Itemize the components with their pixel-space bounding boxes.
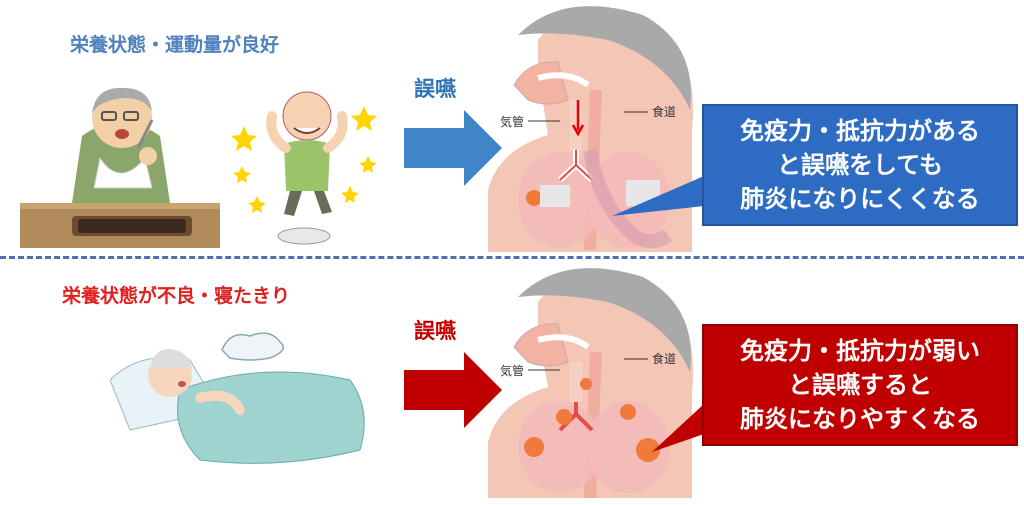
bottom-callout-line-1: 免疫力・抵抗力が弱い bbox=[740, 337, 980, 365]
bottom-aspiration-label: 誤嚥 bbox=[414, 319, 456, 343]
top-callout-line-2: と誤嚥をしても bbox=[776, 151, 944, 179]
bottom-esophagus-label: 食道 bbox=[652, 352, 677, 366]
elderly-man-flexing-illustration bbox=[232, 91, 377, 245]
top-trachea-label: 気管 bbox=[500, 115, 525, 129]
top-callout-box: 免疫力・抵抗力がある と誤嚥をしても 肺炎になりにくくなる bbox=[702, 104, 1018, 226]
elderly-man-eating-illustration bbox=[20, 87, 220, 248]
bottom-callout-line-3: 肺炎になりやすくなる bbox=[740, 405, 980, 433]
top-callout-pointer bbox=[612, 176, 704, 216]
section-divider bbox=[0, 256, 1024, 259]
bottom-callout-pointer bbox=[652, 404, 704, 452]
top-aspiration-label: 誤嚥 bbox=[414, 77, 456, 101]
top-arrow-icon bbox=[404, 110, 502, 186]
top-heading: 栄養状態・運動量が良好 bbox=[70, 34, 280, 56]
bedridden-elderly-illustration bbox=[110, 332, 365, 464]
top-callout-line-3: 肺炎になりにくくなる bbox=[740, 185, 980, 213]
bottom-arrow-icon bbox=[404, 352, 502, 428]
bottom-heading: 栄養状態が不良・寝たきり bbox=[62, 285, 291, 307]
bottom-anatomy-illustration bbox=[488, 268, 694, 498]
top-callout-line-1: 免疫力・抵抗力がある bbox=[740, 117, 980, 145]
top-esophagus-label: 食道 bbox=[652, 105, 677, 119]
top-anatomy-illustration bbox=[488, 6, 693, 252]
bottom-callout-box: 免疫力・抵抗力が弱い と誤嚥すると 肺炎になりやすくなる bbox=[702, 324, 1018, 446]
bottom-trachea-label: 気管 bbox=[500, 364, 525, 378]
bottom-callout-line-2: と誤嚥すると bbox=[788, 371, 932, 399]
